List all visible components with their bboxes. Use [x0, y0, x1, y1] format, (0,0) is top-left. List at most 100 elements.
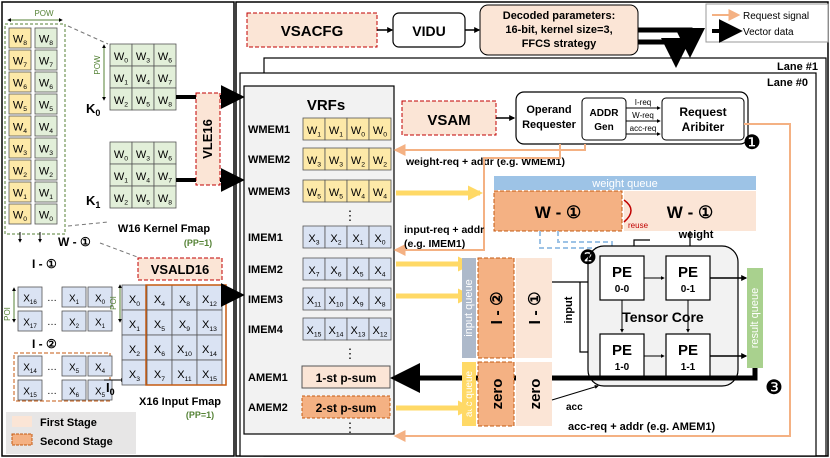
addr-line-1: ADDR: [590, 108, 620, 119]
col-a-7-text: W1: [13, 187, 27, 201]
col-a-5-cell: [8, 137, 32, 159]
i2-0-1-cell: [61, 355, 87, 377]
k0-2-0-text: W2: [114, 95, 128, 109]
vrf-wmem1-2-text: W0: [351, 125, 365, 139]
vrf-wmem2-3-cell: [368, 147, 392, 171]
col-b-5-cell: [34, 137, 58, 159]
acc-req-text: acc-req + addr (e.g. AMEM1): [568, 421, 716, 433]
fmap-3-1-text: X7: [154, 369, 165, 383]
i1-0-1-text: X1: [69, 293, 80, 306]
col-b-3-text: W5: [39, 99, 53, 113]
fmap-0-2-text: X8: [179, 294, 190, 308]
col-b-6-cell: [34, 159, 58, 181]
vrf-imem1-0-text: X3: [308, 233, 319, 247]
i1-0-0-text: X16: [23, 293, 37, 306]
vrf-imem1-3-cell: [368, 225, 392, 249]
k0-0-0-text: W0: [114, 51, 128, 65]
decoded-to-lane0-arrow: [638, 38, 691, 68]
acc-req-label: acc-req: [630, 124, 657, 133]
vsald16-box: [137, 257, 223, 281]
vrf-row-label-imem2: IMEM2: [248, 264, 283, 276]
i2-0-0-text: X14: [23, 362, 37, 375]
legend-request-label: Request signal: [743, 11, 809, 22]
vrf-wmem2-2-text: W2: [351, 155, 365, 169]
pe-name-1-0: PE: [612, 342, 632, 359]
marker-3: ❸: [765, 377, 783, 399]
marker-1: ❶: [743, 132, 761, 154]
i1-stage-label: I - ①: [32, 257, 57, 271]
vrf-imem1-3-text: X0: [374, 233, 385, 247]
col-b-6-text: W2: [39, 165, 53, 179]
vle16-label: VLE16: [200, 119, 215, 159]
col-a-6-cell: [8, 159, 32, 181]
vrf-row-label-imem4: IMEM4: [248, 324, 284, 336]
reuse-arrow: [623, 199, 632, 223]
input-slot-b: [516, 258, 552, 358]
k1-2-0-text: W2: [114, 193, 128, 207]
input-signal-label: input: [563, 296, 575, 323]
result-queue-bar: [747, 268, 763, 368]
amem-text-1: 2-st p-sum: [316, 401, 377, 415]
k1-2-2-text: W8: [158, 193, 172, 207]
i2-0-2-cell: [87, 355, 113, 377]
pow-top-label: POW: [34, 9, 54, 18]
acc-slot-a-label: zero: [489, 379, 506, 410]
k0-1-2-text: W7: [158, 73, 172, 87]
i2-dots: …: [47, 386, 57, 397]
k1-2-1-text: W5: [136, 193, 150, 207]
col-b-1-text: W7: [39, 55, 53, 69]
operand-line-1: Operand: [526, 104, 571, 116]
col-a-4-cell: [8, 115, 32, 137]
i2-1-2-cell: [87, 379, 113, 401]
vrf-imem2-3-text: X4: [374, 265, 385, 279]
k1-label: K1: [86, 193, 100, 210]
input-queue-label: input queue: [463, 279, 475, 337]
fmap-0-1-text: X4: [154, 294, 165, 308]
kernel-pp-label: (PP=1): [184, 238, 212, 248]
col-a-5-text: W3: [13, 143, 27, 157]
amem-cell-1: [301, 395, 391, 419]
col-a-2-text: W6: [13, 77, 27, 91]
vrf-imem4-1-text: X14: [329, 325, 344, 339]
legend-vector-label: Vector data: [743, 27, 794, 38]
input-queue-bar: [462, 258, 476, 358]
i1-1-1-text: X2: [69, 317, 80, 330]
weight-req-line: [393, 144, 586, 156]
weight-slot-b: [624, 191, 756, 231]
result-queue-label: result queue: [749, 288, 761, 349]
decoded-line-3: FFCS strategy: [522, 38, 597, 50]
vrf-imem3-1-text: X10: [329, 295, 344, 309]
vrf-imem4-3-cell: [368, 317, 392, 341]
vrf-wmem1-0-text: W1: [307, 125, 321, 139]
vrf-imem2-1-text: X6: [330, 265, 341, 279]
left-panel-frame: [1, 1, 235, 457]
vrf-ellipsis-3: ⋮: [344, 420, 357, 435]
fmap-0-0-text: X0: [129, 294, 140, 308]
pe-id-1-1: 1-1: [681, 362, 696, 373]
i2-dash-frame: [13, 352, 111, 402]
fmap-1-0-text: X1: [129, 319, 140, 333]
decoded-line-2: 16-bit, kernel size=3,: [505, 24, 612, 36]
vrf-wmem1-3-cell: [368, 117, 392, 141]
k0-1-1-text: W4: [136, 73, 150, 87]
input-slot-a: [477, 257, 515, 359]
i1-0-0-cell: [17, 286, 43, 308]
vrf-imem3-3-cell: [368, 287, 392, 311]
i2-1-0-text: X15: [23, 386, 37, 399]
i1-1-2-text: X1: [95, 317, 106, 330]
weight-slot-a: [493, 190, 623, 232]
vsam-box: [401, 100, 497, 136]
i2-1-1-cell: [61, 379, 87, 401]
fmap-0-0-cell: [121, 284, 148, 311]
k1-1-0-text: W1: [114, 171, 128, 185]
k0-0-2-text: W6: [158, 51, 172, 65]
input-req-line: [393, 144, 561, 256]
weight-signal-label: weight: [678, 229, 714, 241]
input-pp-label: (PP=1): [186, 410, 214, 420]
